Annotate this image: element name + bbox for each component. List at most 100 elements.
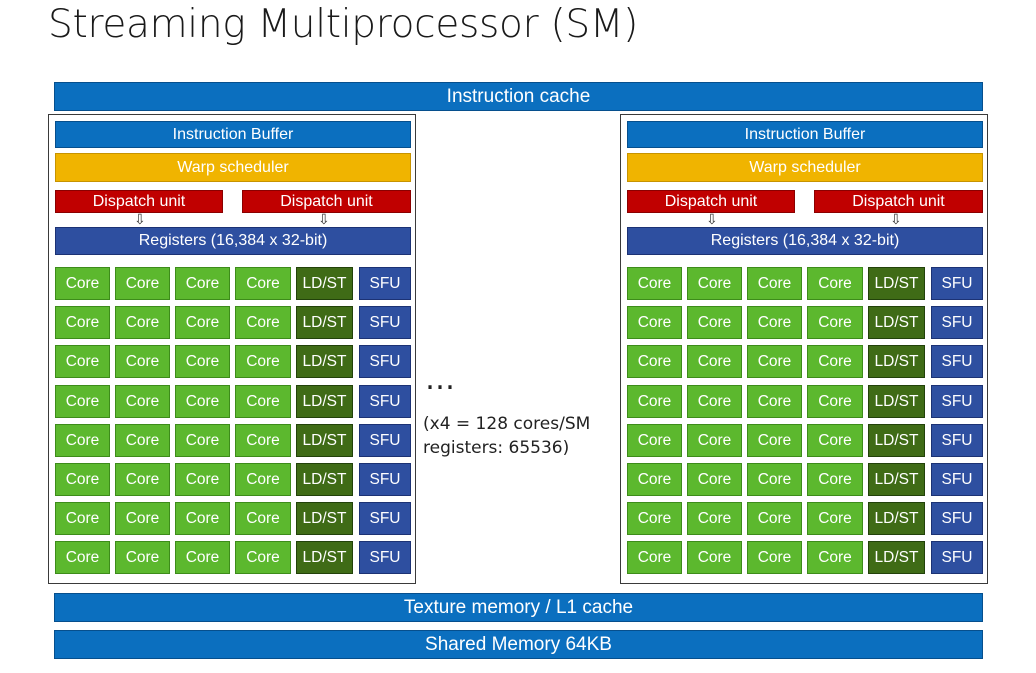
- core-unit: Core: [627, 463, 682, 496]
- core-unit: Core: [115, 463, 170, 496]
- ldst-unit: LD/ST: [296, 541, 353, 574]
- core-unit: Core: [175, 345, 230, 378]
- core-unit: Core: [235, 463, 291, 496]
- core-unit: Core: [687, 267, 742, 300]
- core-unit: Core: [627, 502, 682, 535]
- ldst-unit: LD/ST: [296, 463, 353, 496]
- core-unit: Core: [627, 306, 682, 339]
- sfu-unit: SFU: [931, 267, 983, 300]
- core-unit: Core: [115, 267, 170, 300]
- core-unit: Core: [807, 502, 863, 535]
- ldst-unit: LD/ST: [296, 385, 353, 418]
- core-unit: Core: [747, 541, 802, 574]
- registers-bar: Registers (16,384 x 32-bit): [627, 227, 983, 255]
- core-unit: Core: [687, 306, 742, 339]
- core-unit: Core: [687, 424, 742, 457]
- dispatch-unit: Dispatch unit: [242, 190, 411, 213]
- core-unit: Core: [175, 385, 230, 418]
- core-unit: Core: [687, 385, 742, 418]
- sfu-unit: SFU: [359, 502, 411, 535]
- ldst-unit: LD/ST: [296, 267, 353, 300]
- core-unit: Core: [747, 463, 802, 496]
- sfu-unit: SFU: [359, 463, 411, 496]
- dispatch-unit: Dispatch unit: [55, 190, 223, 213]
- ldst-unit: LD/ST: [868, 345, 925, 378]
- core-unit: Core: [627, 424, 682, 457]
- cores-note-line: (x4 = 128 cores/SM: [423, 414, 591, 434]
- core-unit: Core: [55, 345, 110, 378]
- down-arrow-icon: ⇩: [318, 212, 330, 228]
- core-unit: Core: [235, 385, 291, 418]
- core-unit: Core: [175, 424, 230, 457]
- core-unit: Core: [175, 541, 230, 574]
- core-unit: Core: [115, 385, 170, 418]
- sfu-unit: SFU: [931, 306, 983, 339]
- ldst-unit: LD/ST: [296, 502, 353, 535]
- instruction-buffer: Instruction Buffer: [627, 121, 983, 148]
- core-unit: Core: [627, 385, 682, 418]
- core-unit: Core: [627, 345, 682, 378]
- core-unit: Core: [627, 267, 682, 300]
- core-unit: Core: [55, 385, 110, 418]
- core-unit: Core: [807, 345, 863, 378]
- ldst-unit: LD/ST: [868, 385, 925, 418]
- core-unit: Core: [55, 267, 110, 300]
- sfu-unit: SFU: [359, 424, 411, 457]
- core-unit: Core: [115, 345, 170, 378]
- registers-bar: Registers (16,384 x 32-bit): [55, 227, 411, 255]
- ldst-unit: LD/ST: [296, 306, 353, 339]
- sfu-unit: SFU: [359, 267, 411, 300]
- dispatch-unit: Dispatch unit: [814, 190, 983, 213]
- ellipsis: …: [425, 362, 456, 397]
- texture-memory-bar: Texture memory / L1 cache: [54, 593, 983, 622]
- core-unit: Core: [807, 463, 863, 496]
- warp-scheduler: Warp scheduler: [627, 153, 983, 182]
- dispatch-unit: Dispatch unit: [627, 190, 795, 213]
- core-unit: Core: [747, 502, 802, 535]
- ldst-unit: LD/ST: [868, 502, 925, 535]
- core-unit: Core: [687, 463, 742, 496]
- core-unit: Core: [175, 306, 230, 339]
- ldst-unit: LD/ST: [296, 424, 353, 457]
- down-arrow-icon: ⇩: [890, 212, 902, 228]
- sm-block-left: Instruction Buffer Warp scheduler Dispat…: [48, 114, 416, 584]
- down-arrow-icon: ⇩: [706, 212, 718, 228]
- sfu-unit: SFU: [931, 424, 983, 457]
- core-unit: Core: [807, 306, 863, 339]
- core-unit: Core: [115, 541, 170, 574]
- ldst-unit: LD/ST: [868, 306, 925, 339]
- sfu-unit: SFU: [931, 385, 983, 418]
- ldst-unit: LD/ST: [296, 345, 353, 378]
- core-unit: Core: [747, 345, 802, 378]
- core-unit: Core: [235, 345, 291, 378]
- core-unit: Core: [235, 424, 291, 457]
- core-unit: Core: [687, 502, 742, 535]
- core-unit: Core: [747, 385, 802, 418]
- core-unit: Core: [235, 306, 291, 339]
- ldst-unit: LD/ST: [868, 267, 925, 300]
- core-unit: Core: [115, 424, 170, 457]
- cores-note-line: registers: 65536): [423, 438, 570, 458]
- core-unit: Core: [175, 463, 230, 496]
- core-unit: Core: [55, 541, 110, 574]
- ldst-unit: LD/ST: [868, 541, 925, 574]
- core-unit: Core: [807, 541, 863, 574]
- sfu-unit: SFU: [359, 345, 411, 378]
- instruction-buffer: Instruction Buffer: [55, 121, 411, 148]
- sfu-unit: SFU: [931, 345, 983, 378]
- instruction-cache-bar: Instruction cache: [54, 82, 983, 111]
- core-unit: Core: [687, 345, 742, 378]
- core-unit: Core: [175, 267, 230, 300]
- core-unit: Core: [55, 306, 110, 339]
- core-unit: Core: [55, 463, 110, 496]
- core-unit: Core: [175, 502, 230, 535]
- sfu-unit: SFU: [931, 463, 983, 496]
- shared-memory-bar: Shared Memory 64KB: [54, 630, 983, 659]
- core-unit: Core: [687, 541, 742, 574]
- core-unit: Core: [235, 502, 291, 535]
- core-unit: Core: [747, 306, 802, 339]
- warp-scheduler: Warp scheduler: [55, 153, 411, 182]
- core-unit: Core: [115, 502, 170, 535]
- sfu-unit: SFU: [359, 541, 411, 574]
- sfu-unit: SFU: [359, 385, 411, 418]
